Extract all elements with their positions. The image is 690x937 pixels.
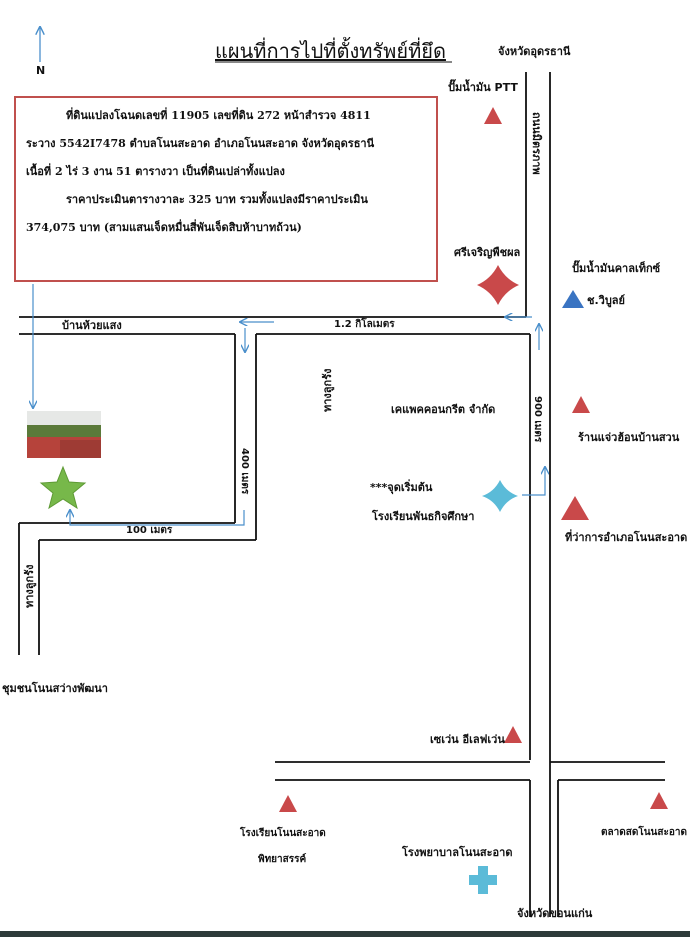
sri-charoen-label: ศรีเจริญพืชผล	[454, 246, 521, 259]
info-line-1: ที่ดินแปลงโฉนดเลขที่ 11905 เลขที่ดิน 272…	[66, 109, 371, 122]
north-destination-label: จังหวัดอุดรธานี	[498, 45, 571, 59]
distance-label-4: 100 เมตร	[126, 525, 173, 536]
info-line-3: เนื้อที่ 2 ไร่ 3 งาน 51 ตารางวา เป็นที่ด…	[26, 165, 285, 178]
ptt-label: ปั๊มน้ำมัน PTT	[448, 79, 518, 94]
seven-eleven-label: เซเว่น อีเลฟเว่น	[430, 733, 505, 746]
concrete-company-label: เคแพคคอนกรีต จำกัด	[391, 403, 495, 416]
market-triangle-icon	[650, 792, 668, 809]
distance-label-1: 1.2 กิโลเมตร	[334, 317, 395, 330]
community-label: ชุมชนโนนสว่างพัฒนา	[2, 681, 108, 696]
start-point-diamond-icon	[482, 480, 518, 512]
start-school-label: โรงเรียนพันธกิจศึกษา	[371, 509, 474, 523]
map-title: แผนที่การไปที่ตั้งทรัพย์ที่ยึด	[215, 37, 446, 63]
village-road-label: บ้านห้วยแสง	[62, 319, 122, 332]
district-office-label: ที่ว่าการอำเภอโนนสะอาด	[565, 529, 687, 544]
school-label-line1: โรงเรียนโนนสะอาด	[239, 826, 326, 839]
north-label: N	[36, 64, 45, 77]
land-photo	[27, 411, 101, 458]
school-triangle-icon	[279, 795, 297, 812]
caltex-triangle-icon	[562, 290, 584, 308]
bottom-bar	[0, 931, 690, 937]
school-label-line2: พิทยาสรรค์	[258, 853, 307, 865]
highway-label: ถนนมิตรภาพ	[530, 112, 543, 175]
dirt-road-label-1: ทางลูกรัง	[321, 369, 335, 412]
market-label: ตลาดสดโนนสะอาด	[601, 825, 687, 838]
property-info-box: ที่ดินแปลงโฉนดเลขที่ 11905 เลขที่ดิน 272…	[14, 96, 438, 282]
noodle-shop-label: ร้านแจ่วฮ้อนบ้านสวน	[578, 431, 680, 444]
noodle-triangle-icon	[572, 396, 590, 413]
ptt-triangle-icon	[484, 107, 502, 124]
distance-label-2: 900 เมตร	[532, 396, 543, 443]
info-line-4: ราคาประเมินตารางวาละ 325 บาท รวมทั้งแปลง…	[66, 193, 368, 206]
info-line-2: ระวาง 5542I7478 ตำบลโนนสะอาด อำเภอโนนสะอ…	[26, 137, 375, 150]
caltex-branch-label: ช.วิบูลย์	[587, 294, 625, 308]
dirt-road-label-2: ทางลูกรัง	[23, 565, 37, 608]
caltex-label: ปั๊มน้ำมันคาลเท็กซ์	[572, 260, 661, 275]
seven-triangle-icon	[504, 726, 522, 743]
hospital-cross-icon	[469, 866, 497, 894]
south-destination-label: จังหวัดขอนแก่น	[517, 907, 593, 920]
distance-label-3: 400 เมตร	[239, 448, 250, 495]
info-line-5: 374,075 บาท (สามแสนเจ็ดหมื่นสี่พันเจ็ดสิ…	[26, 221, 302, 234]
landmark-icons	[279, 107, 668, 812]
sri-charoen-diamond-icon	[477, 265, 519, 305]
start-point-label: ***จุดเริ่มต้น	[370, 479, 433, 495]
roads	[18, 72, 665, 917]
route-arrows	[33, 284, 545, 526]
district-triangle-icon	[561, 496, 589, 520]
target-star-icon	[39, 465, 87, 510]
hospital-label: โรงพยาบาลโนนสะอาด	[401, 845, 512, 859]
